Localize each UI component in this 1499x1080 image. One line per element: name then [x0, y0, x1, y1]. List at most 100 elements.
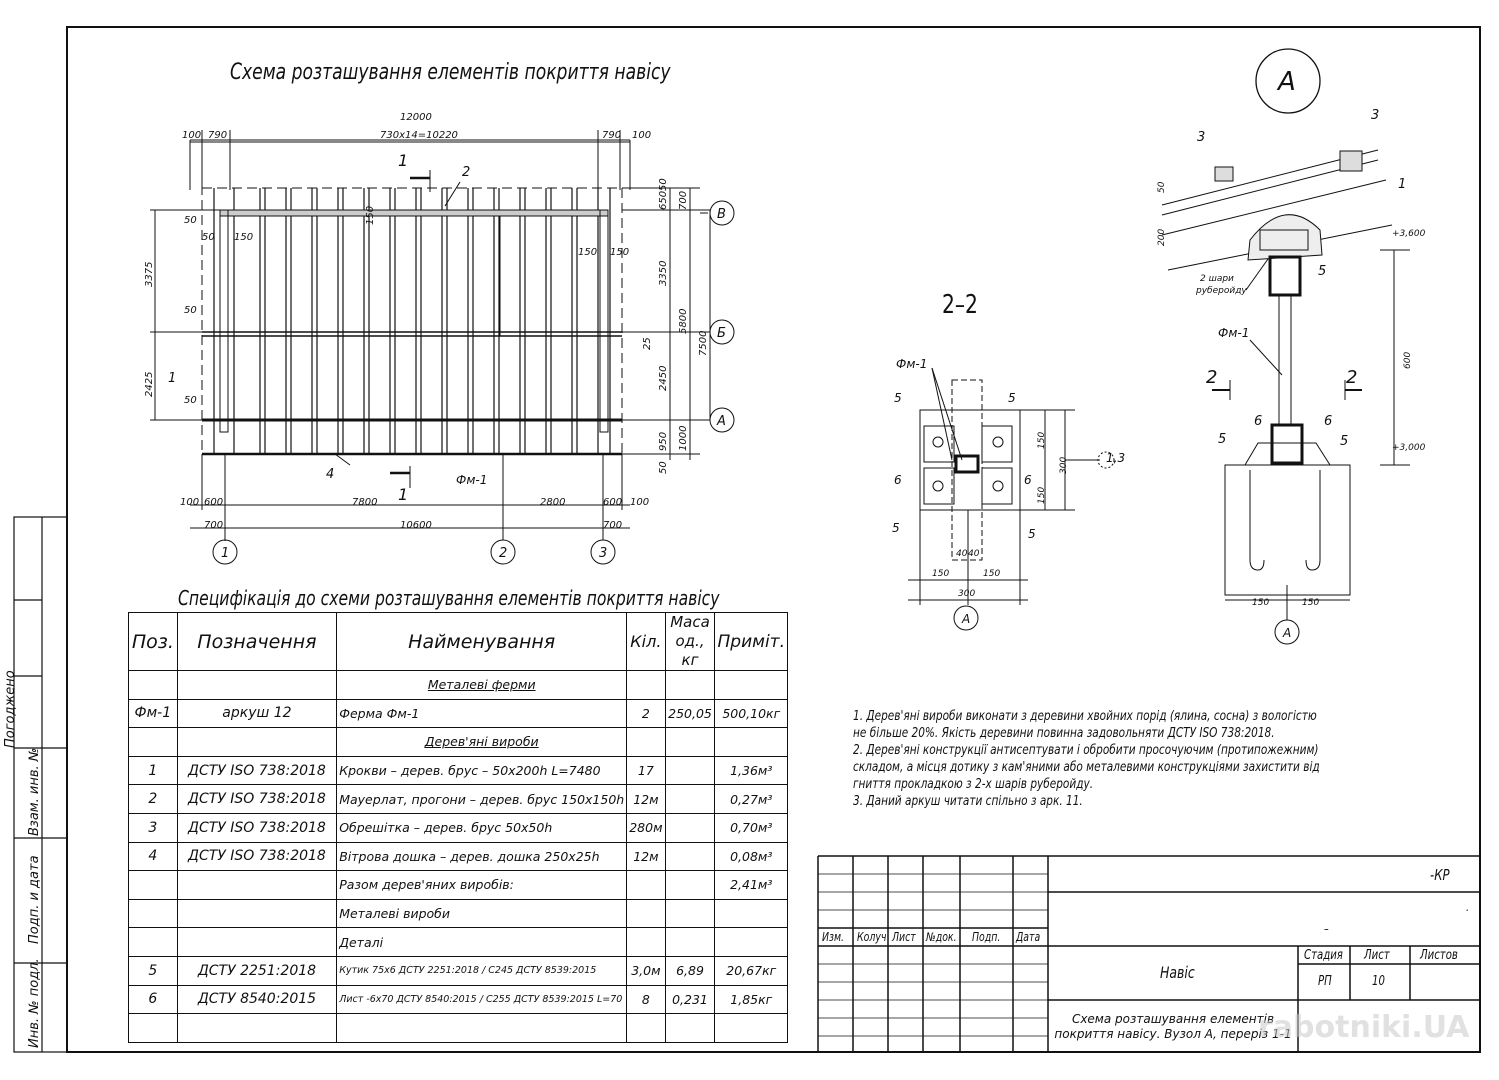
- plan-dim-m-2: 25: [642, 337, 653, 350]
- tb-stage-label: Стадия: [1304, 948, 1343, 963]
- nodea-cut-2a: 2: [1206, 367, 1217, 388]
- axis-row-b: Б: [717, 326, 726, 341]
- plan-dim-bot-3: 2800: [540, 497, 565, 508]
- spec-cell-code: ДСТУ ISO 738:2018: [176, 784, 338, 814]
- tb-h-data: Дата: [1016, 930, 1041, 944]
- axis-row-v: В: [717, 207, 726, 222]
- plan-dim-m-7: 150: [578, 247, 597, 258]
- plan-dim-r-5: 50: [658, 461, 669, 474]
- spec-cell-mass: [664, 1013, 716, 1043]
- plan-dim-top-1: 790: [208, 130, 227, 141]
- note-line: гниття прокладкою з 2-х шарів руберойду.: [853, 776, 1094, 792]
- plan-dim-ro-2: 7500: [698, 331, 709, 356]
- spec-header-name: Найменування: [336, 612, 628, 671]
- spec-cell-name: Обрешітка – дерев. брус 50х50h: [336, 812, 628, 843]
- spec-cell-pos: [128, 898, 178, 929]
- spec-cell-mass: 6,89: [664, 955, 716, 986]
- s22-label-fm1: Фм-1: [896, 357, 927, 371]
- spec-row: [128, 1013, 788, 1043]
- tb-h-koluch: Колуч: [857, 930, 887, 944]
- nodea-axis: А: [1282, 626, 1291, 640]
- s22-label-6a: 6: [894, 473, 902, 487]
- plan-dim-ro-1: 5800: [678, 309, 689, 334]
- spec-cell-note: 0,70м³: [714, 812, 788, 843]
- plan-callout-4: 4: [326, 467, 334, 482]
- spec-row: Металеві вироби: [128, 898, 788, 929]
- nodea-label-5c: 5: [1340, 434, 1348, 449]
- s22-dim-6: 150: [932, 569, 949, 579]
- tb-h-list: Лист: [892, 930, 916, 944]
- s22-dim-4: 40: [956, 549, 968, 559]
- plan-dim-r-3: 950: [658, 432, 669, 451]
- s22-dim-5: 40: [968, 549, 980, 559]
- s22-axis: А: [961, 612, 970, 626]
- plan-dim-m-8: 150: [610, 247, 629, 258]
- plan-dim-r-2: 2450: [658, 366, 669, 391]
- spec-cell-mass: [664, 670, 716, 700]
- spec-header-code: Позначення: [176, 612, 338, 671]
- spec-cell-code: [176, 898, 338, 929]
- s22-dim-3: 1,3: [1106, 451, 1125, 465]
- scheme-title: Схема розташування елементів покриття на…: [230, 60, 671, 85]
- plan-dim-r-4: 50: [658, 178, 669, 191]
- axis-col-1: 1: [221, 546, 229, 561]
- spec-cell-qty: 8: [626, 984, 666, 1015]
- spec-header-mass: Маса од., кг: [664, 612, 716, 671]
- spec-cell-note: 0,08м³: [714, 841, 788, 872]
- plan-cut-1-bottom: 1: [398, 485, 408, 504]
- spec-cell-qty: [626, 1013, 666, 1043]
- tb-code: -КР: [1430, 866, 1450, 884]
- nodea-dim-200: 200: [1157, 229, 1167, 246]
- tb-dot: .: [1466, 900, 1469, 914]
- spec-cell-qty: 12м: [626, 841, 666, 872]
- tb-stage: РП: [1318, 974, 1332, 989]
- plan-dim-m-6: 150: [365, 206, 376, 225]
- nodea-label-1: 1: [1398, 177, 1406, 192]
- nodea-label-3a: 3: [1197, 130, 1205, 145]
- plan-dim-top-0: 100: [182, 130, 201, 141]
- tb-h-podp: Подп.: [972, 930, 1001, 944]
- plan-dim-ro-3: 1000: [678, 426, 689, 451]
- plan-dim-top-4: 100: [632, 130, 651, 141]
- spec-cell-mass: [664, 784, 716, 814]
- section-22-drawing: Фм-1 5 5 6 6 5 5 150 300 150 1,3 40 40 1…: [892, 357, 1125, 631]
- spec-header-row: Поз. Позначення Найменування Кіл. Маса о…: [128, 612, 788, 671]
- spec-table: Поз. Позначення Найменування Кіл. Маса о…: [128, 612, 788, 1043]
- spec-cell-mass: [664, 898, 716, 929]
- watermark: rabotniki.UA: [1258, 1010, 1470, 1045]
- tb-sheet: 10: [1372, 974, 1385, 989]
- plan-dim-r-1: 3350: [658, 261, 669, 286]
- nodea-dim-150b: 150: [1302, 598, 1319, 608]
- plan-dim-top-3: 790: [602, 130, 621, 141]
- plan-dim-top-2: 730x14=10220: [380, 130, 458, 141]
- spec-cell-mass: [664, 812, 716, 843]
- nodea-label-ruberoid-2: руберойду: [1195, 286, 1247, 296]
- spec-cell-code: ДСТУ 2251:2018: [176, 955, 338, 986]
- plan-dim-total-bot-1: 10600: [400, 520, 432, 531]
- spec-header-note: Приміт.: [714, 612, 788, 671]
- plan-dim-m-4: 50: [184, 395, 197, 406]
- note-line: 1. Дерев'яні вироби виконати з деревини …: [853, 708, 1317, 724]
- spec-cell-pos: Фм-1: [128, 698, 178, 729]
- spec-row: Дерев'яні вироби: [128, 727, 788, 757]
- spec-header-pos: Поз.: [128, 612, 178, 671]
- tb-object: Навіс: [1160, 963, 1195, 982]
- spec-cell-name: Разом дерев'яних виробів:: [336, 870, 628, 900]
- spec-cell-note: [714, 670, 788, 700]
- spec-cell-mass: [664, 841, 716, 872]
- note-line: складом, а місця дотику з кам'яними або …: [853, 759, 1320, 775]
- spec-cell-note: [714, 1013, 788, 1043]
- s22-label-5a: 5: [894, 391, 902, 405]
- note-line: не більше 20%. Якість деревини повинна з…: [853, 725, 1275, 741]
- spec-cell-qty: 3,0м: [626, 955, 666, 986]
- plan-dim-m-3: 50: [184, 305, 197, 316]
- note-line: 3. Даний аркуш читати спільно з арк. 11.: [853, 793, 1083, 809]
- plan-dim-left-0: 3375: [144, 262, 155, 287]
- nodea-dim-150a: 150: [1252, 598, 1269, 608]
- nodea-label-6b: 6: [1324, 414, 1332, 429]
